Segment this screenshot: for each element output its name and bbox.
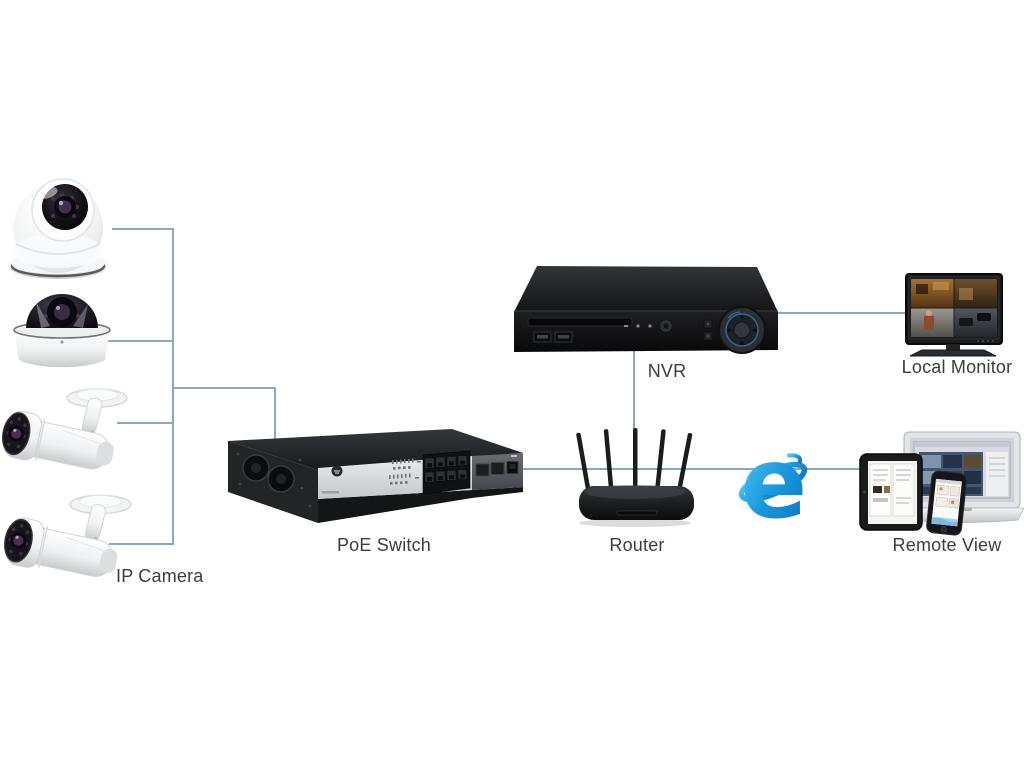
bullet-camera-icon (1, 388, 128, 470)
rj45-port-block (422, 450, 471, 495)
local-monitor (898, 270, 1010, 362)
bullet-camera-2 (2, 490, 140, 596)
router (573, 426, 701, 528)
label-router: Router (609, 535, 665, 555)
sfp-uplink-ports (475, 455, 519, 477)
smartphone (926, 470, 968, 536)
monitor-icon (905, 273, 1003, 357)
connection-line-camera2 (107, 340, 174, 342)
ie-browser-icon: e (738, 427, 807, 541)
connection-line-camera3 (117, 422, 174, 424)
connection-line-camera-trunk (172, 228, 174, 545)
dome-camera-1 (6, 174, 120, 280)
connection-line-camera1 (112, 228, 174, 230)
label-ip-camera: IP Camera (116, 566, 204, 586)
jog-dial (718, 306, 766, 354)
cooling-fans (236, 452, 312, 508)
connection-line-switch-drop (274, 387, 276, 445)
usb-ports (533, 331, 573, 343)
vandal-dome-camera-icon (13, 294, 111, 368)
dome-camera-2 (6, 284, 118, 376)
connection-line-camera4 (109, 543, 174, 545)
bullet-camera-icon (4, 494, 132, 577)
status-leds (624, 324, 652, 328)
remote-view-devices (856, 428, 1024, 536)
nvr-icon (514, 266, 778, 354)
label-poe-switch: PoE Switch (336, 535, 432, 555)
poe-switch-icon (228, 429, 523, 523)
label-local-monitor: Local Monitor (901, 357, 1013, 377)
tablet (859, 453, 923, 531)
poe-switch (224, 424, 526, 530)
turret-dome-camera-icon (8, 178, 108, 279)
label-nvr: NVR (647, 361, 687, 381)
connection-line-switch-router-internet (512, 468, 864, 470)
quad-view-screen (911, 279, 997, 337)
nvr (508, 256, 784, 358)
nvr-buttons (703, 319, 713, 341)
led-indicators (389, 458, 421, 485)
internet-explorer-logo: e (736, 427, 810, 541)
router-antennas (576, 428, 693, 491)
remote-devices-icon (859, 431, 1024, 536)
connection-line-nvr-monitor (774, 312, 908, 314)
connection-line-nvr-router (633, 349, 635, 429)
bullet-camera-1 (0, 386, 136, 486)
router-icon (576, 428, 694, 527)
connection-line-trunk-to-switch (172, 387, 276, 389)
label-remote-view: Remote View (892, 535, 1002, 555)
